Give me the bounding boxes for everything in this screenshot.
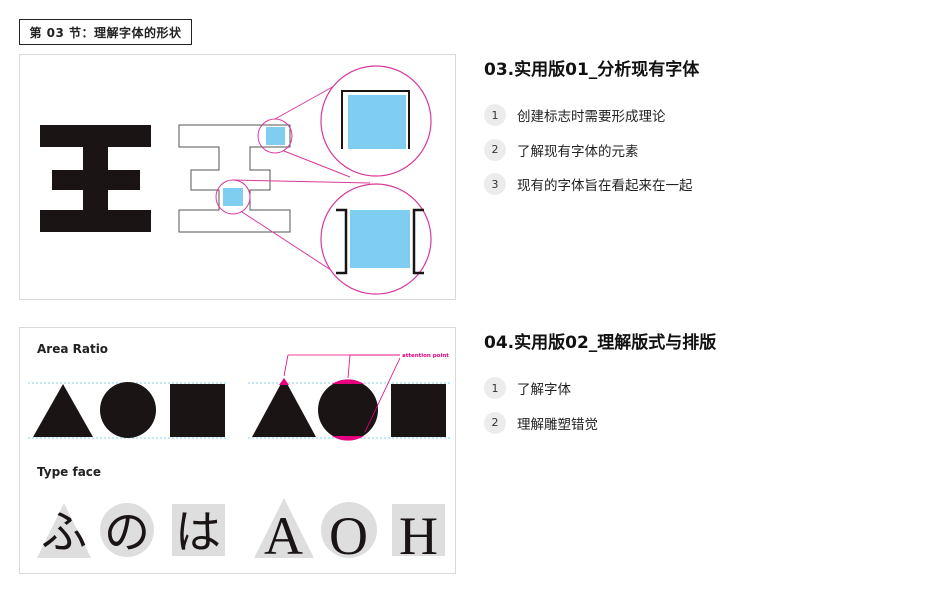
section-tag: 第 03 节：理解字体的形状 <box>19 19 192 45</box>
area-ratio-figure: Area Ratio attention point <box>19 327 456 574</box>
item-number-badge: 2 <box>484 138 506 161</box>
magnifier-top <box>320 65 432 177</box>
lesson-item[interactable]: 1 了解字体 <box>484 371 904 406</box>
lesson-04: 04.实用版02_理解版式与排版 1 了解字体 2 理解雕塑错觉 <box>484 331 904 440</box>
guide-lines <box>28 382 450 439</box>
kana-no: の <box>104 505 150 559</box>
circle-shape <box>100 382 156 438</box>
item-text: 了解现有字体的元素 <box>517 143 639 160</box>
shapes-left <box>33 382 225 438</box>
highlight-top <box>266 127 285 145</box>
lesson-title[interactable]: 03.实用版01_分析现有字体 <box>484 60 700 80</box>
type-face-label: Type face <box>37 465 101 479</box>
circle-overshoot-shape <box>318 380 378 440</box>
latin-backdrops <box>254 498 445 558</box>
item-text: 现有的字体旨在看起来在一起 <box>517 178 693 195</box>
item-text: 理解雕塑错觉 <box>517 416 598 433</box>
kana-fu: ふ <box>41 505 87 559</box>
outline-wang-glyph <box>178 124 291 233</box>
latin-h: H <box>399 506 438 566</box>
triangle-shape <box>33 384 93 437</box>
lesson-item-list: 1 创建标志时需要形成理论 2 了解现有字体的元素 3 现有的字体旨在看起来在一… <box>484 98 904 202</box>
lesson-title[interactable]: 04.实用版02_理解版式与排版 <box>484 333 717 353</box>
lesson-item-list: 1 了解字体 2 理解雕塑错觉 <box>484 371 904 440</box>
lesson-item[interactable]: 3 现有的字体旨在看起来在一起 <box>484 167 904 202</box>
item-number-badge: 1 <box>484 377 506 400</box>
item-number-badge: 3 <box>484 173 506 196</box>
highlight-middle <box>223 188 243 206</box>
attention-accents <box>279 378 364 441</box>
latin-o: O <box>329 506 368 566</box>
glyph-analysis-figure <box>19 54 456 300</box>
square-right-shape <box>391 384 446 437</box>
lesson-item[interactable]: 2 理解雕塑错觉 <box>484 406 904 441</box>
lesson-item[interactable]: 2 了解现有字体的元素 <box>484 133 904 168</box>
glyph-analysis-illustration <box>40 65 432 295</box>
shapes-right <box>252 378 446 440</box>
latin-a: A <box>264 506 303 566</box>
lesson-item[interactable]: 1 创建标志时需要形成理论 <box>484 98 904 133</box>
square-shape <box>170 384 225 437</box>
attention-arrows <box>283 354 401 433</box>
solid-wang-glyph <box>40 125 151 232</box>
attention-point-label: attention point <box>402 353 449 359</box>
area-ratio-illustration: Area Ratio attention point <box>28 342 450 566</box>
item-text: 了解字体 <box>517 382 571 399</box>
item-number-badge: 2 <box>484 411 506 434</box>
kana-ha: は <box>175 505 221 559</box>
item-number-badge: 1 <box>484 104 506 127</box>
magnifier-bottom <box>320 183 432 295</box>
area-ratio-label: Area Ratio <box>37 342 108 356</box>
kana-backdrops <box>37 503 225 558</box>
triangle-overshoot-shape <box>252 378 316 437</box>
item-text: 创建标志时需要形成理论 <box>517 109 666 126</box>
lesson-03: 03.实用版01_分析现有字体 1 创建标志时需要形成理论 2 了解现有字体的元… <box>484 58 904 202</box>
